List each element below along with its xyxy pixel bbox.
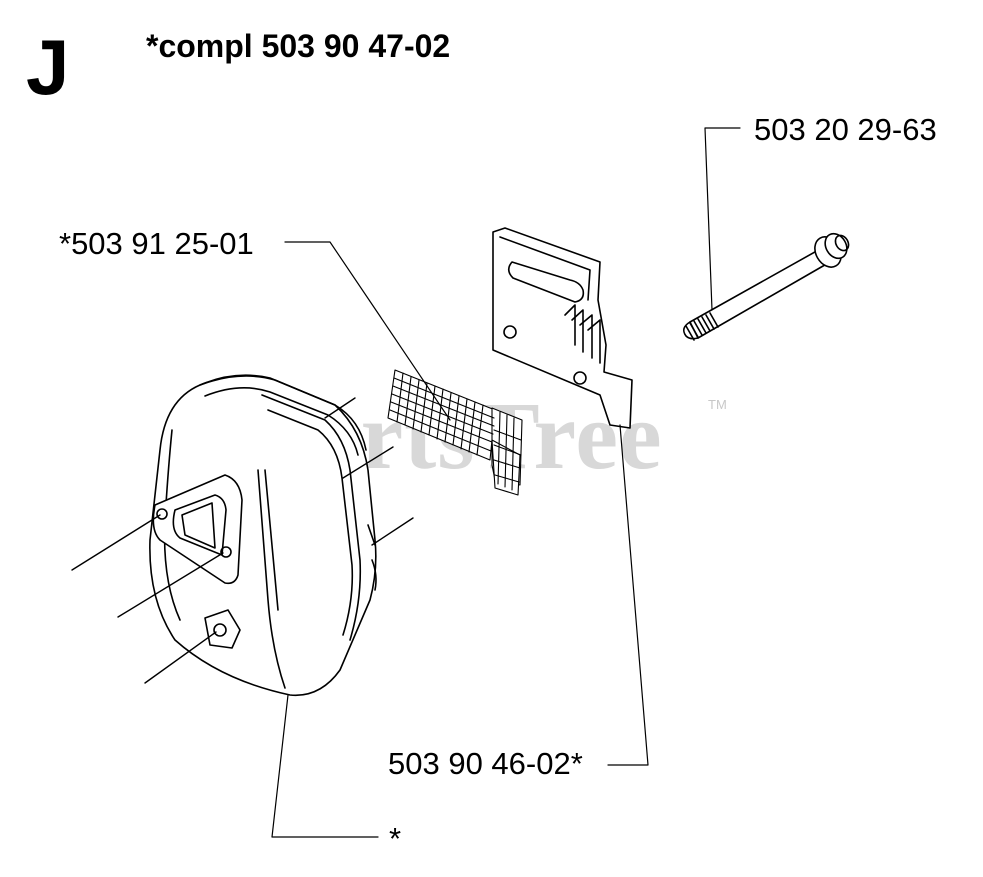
deflector-plate-part (492, 227, 633, 429)
bolt-part (682, 232, 850, 341)
alignment-lines (71, 397, 414, 684)
callout-label-bolt[interactable]: 503 20 29-63 (754, 112, 937, 147)
assembly-title: *compl 503 90 47-02 (146, 28, 451, 64)
callout-label-screen[interactable]: *503 91 25-01 (59, 226, 254, 261)
screen-mesh-part (387, 369, 523, 496)
muffler-part (149, 374, 377, 697)
watermark-trademark: TM (708, 397, 727, 412)
section-letter: J (26, 23, 70, 111)
callout-label-muffler[interactable]: * (389, 821, 402, 856)
callout-leaders (271, 127, 741, 838)
callout-label-plate[interactable]: 503 90 46-02* (388, 746, 583, 781)
